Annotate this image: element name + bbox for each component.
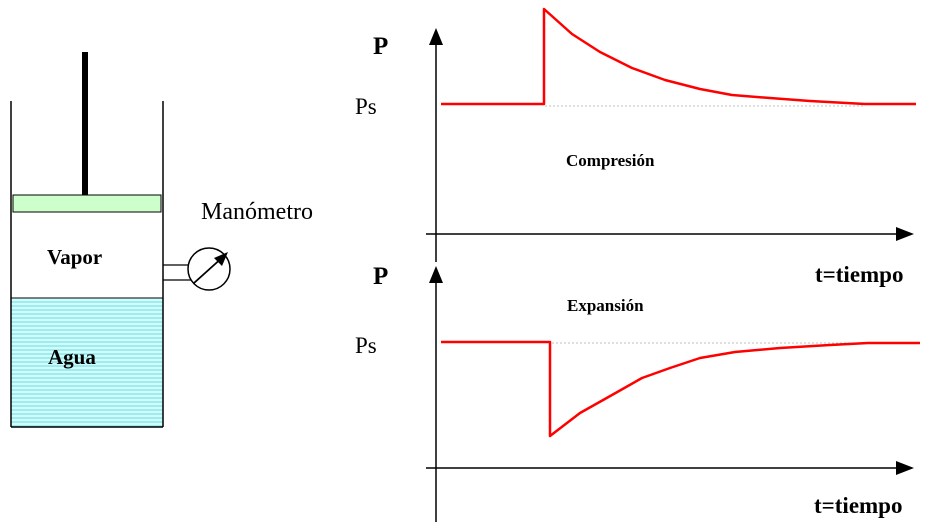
water-surface-lines bbox=[11, 300, 163, 427]
compression-x-label: t=tiempo bbox=[815, 262, 904, 287]
vapor-label: Vapor bbox=[47, 245, 103, 269]
compression-ps-label: Ps bbox=[355, 94, 377, 119]
compression-pressure-curve bbox=[441, 7, 916, 106]
expansion-axes bbox=[426, 266, 914, 522]
piston bbox=[12, 194, 162, 213]
manometer-label: Manómetro bbox=[201, 199, 313, 225]
manometer bbox=[163, 247, 231, 291]
compression-y-arrow-icon bbox=[429, 28, 443, 45]
expansion-ps-label: Ps bbox=[355, 333, 377, 358]
expansion-y-arrow-icon bbox=[429, 266, 443, 283]
compression-title: Compresión bbox=[566, 151, 655, 170]
expansion-x-label: t=tiempo bbox=[814, 493, 903, 518]
expansion-y-label: P bbox=[373, 263, 389, 290]
expansion-pressure-curve bbox=[441, 340, 920, 438]
piston-rod bbox=[82, 52, 88, 195]
compression-y-label: P bbox=[373, 33, 389, 60]
manometer-needle-arrow-icon bbox=[214, 252, 228, 266]
water-label: Agua bbox=[48, 345, 96, 369]
expansion-x-arrow-icon bbox=[896, 461, 914, 475]
cylinder-apparatus bbox=[10, 52, 164, 428]
compression-axes bbox=[426, 28, 914, 262]
compression-x-arrow-icon bbox=[896, 227, 914, 241]
expansion-title: Expansión bbox=[567, 296, 644, 315]
